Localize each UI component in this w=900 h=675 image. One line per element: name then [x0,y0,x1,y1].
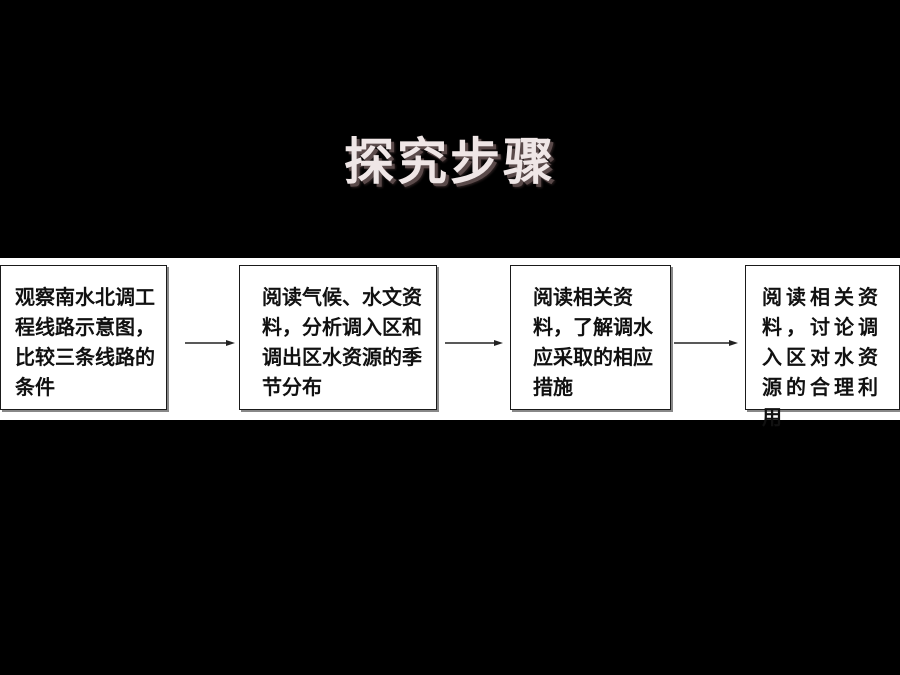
step-3-text: 阅读相关资料，了解调水应采取的相应措施 [533,285,653,399]
arrow-right-icon [674,339,738,346]
page-title: 探究步骤 [344,132,556,191]
step-2-box: 阅读气候、水文资料，分析调入区和调出区水资源的季节分布 [239,265,437,410]
step-4-box: 阅读相关资料，讨论调入区对水资源的合理利用 [745,265,900,429]
step-1-text: 观察南水北调工程线路示意图，比较三条线路的条件 [15,285,155,399]
arrow-right-icon [445,339,503,346]
flow-diagram: 观察南水北调工程线路示意图，比较三条线路的条件 阅读气候、水文资料，分析调入区和… [0,258,900,429]
arrow-right-icon [185,339,235,346]
step-1-box: 观察南水北调工程线路示意图，比较三条线路的条件 [0,265,167,410]
step-2-text: 阅读气候、水文资料，分析调入区和调出区水资源的季节分布 [262,285,422,399]
step-3-box: 阅读相关资料，了解调水应采取的相应措施 [510,265,671,410]
step-4-text: 阅读相关资料，讨论调入区对水资源的合理利用 [762,285,882,429]
